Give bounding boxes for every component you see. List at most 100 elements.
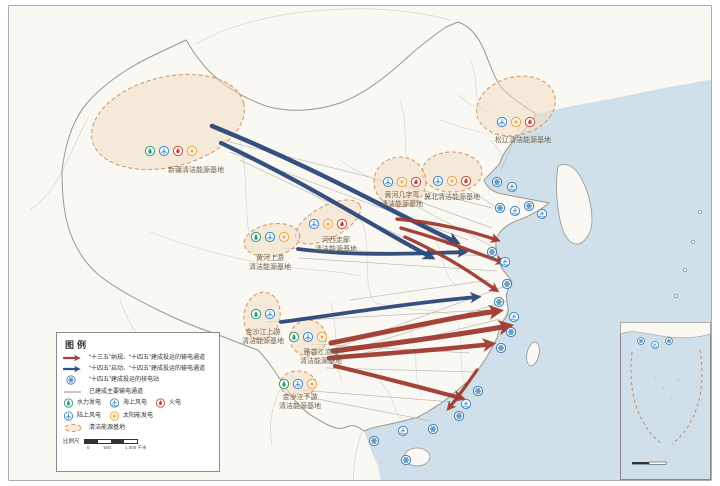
nuclear-plant-icon	[427, 423, 439, 435]
offshore-wind-icon	[509, 205, 521, 217]
base-labels: 新疆清洁能源基地 松辽清洁能源基地 冀北清洁能源基地 黄河几字弯 清洁能源基地 …	[168, 135, 551, 410]
base-region-songliao	[476, 75, 556, 137]
thermal-icon	[460, 175, 472, 187]
legend-item-red-corridor: “十三五”纳规、“十四五”建成投运的输电通道	[63, 354, 213, 362]
solar-icon	[322, 218, 334, 230]
offshore-wind-icon	[651, 341, 659, 349]
legend-energy-label: 太阳能发电	[123, 412, 154, 419]
legend-item-label: “十三五”纳规、“十四五”建成投运的输电通道	[89, 355, 205, 361]
onshore-wind-icon	[302, 331, 314, 343]
base-label: 清洁能源基地	[300, 356, 342, 365]
offshore-wind-icon	[536, 208, 548, 220]
inset-islands	[649, 377, 679, 409]
thermal-icon	[524, 116, 536, 128]
nuclear-plant-icon	[453, 410, 465, 422]
onshore-wind-icon	[308, 218, 320, 230]
scale-bar-segments	[83, 438, 138, 444]
blue-corridor-arrow	[218, 140, 436, 260]
nuclear-plant-icon	[66, 375, 76, 385]
base-label: 黄河几字弯	[385, 190, 420, 199]
offshore-wind-icon	[460, 398, 472, 410]
legend-energy-label: 海上风电	[123, 400, 148, 406]
nuclear-plant-icon	[495, 342, 507, 354]
hydro-icon	[250, 231, 262, 243]
thermal-icon	[410, 176, 422, 188]
legend-item-blue-corridor: “十四五”启动、“十四五”建成投运的输电通道	[63, 365, 213, 373]
base-label: 金沙江下游	[283, 392, 318, 401]
nuclear-plant-icon	[493, 296, 505, 308]
onshore-wind-icon	[292, 378, 304, 390]
red-corridor-arrow	[399, 226, 506, 265]
legend-energy-row-1: 水力发电 海上风电 火电	[63, 398, 213, 408]
red-corridor-arrow	[330, 319, 515, 354]
offshore-wind-icon	[506, 181, 518, 193]
nuclear-plant-icon	[491, 176, 503, 188]
base-label: 清洁能源基地	[381, 199, 423, 208]
nuclear-plant-icon	[505, 326, 517, 338]
red-corridor-arrow	[395, 217, 501, 243]
offshore-wind-icon	[508, 311, 520, 323]
korean-peninsula	[556, 164, 593, 245]
red-corridor-arrow	[326, 338, 497, 361]
onshore-wind-icon	[158, 145, 170, 157]
blue-corridor-arrow	[209, 123, 461, 245]
base-label: 清洁能源基地	[279, 401, 321, 410]
base-label: 清洁能源基地	[315, 244, 357, 253]
base-label: 清洁能源基地	[249, 262, 291, 271]
base-region-xinjiang	[90, 73, 246, 171]
nuclear-plant-icon	[400, 454, 412, 466]
solar-icon	[186, 145, 198, 157]
existing-line-icon	[64, 390, 81, 393]
onshore-wind-icon	[496, 116, 508, 128]
base-label: 黄河上游	[256, 253, 284, 262]
legend-item-label: “十四五”建成投运的核电站	[89, 377, 159, 383]
solar-icon	[316, 331, 328, 343]
solar-icon	[396, 176, 408, 188]
inset-map-south-china-sea	[620, 322, 711, 480]
red-corridor-arrow	[403, 235, 500, 293]
hydro-icon	[144, 145, 156, 157]
onshore-wind-icon	[264, 308, 276, 320]
scale-title: 比例尺	[63, 439, 80, 445]
legend-item-label: “十四五”启动、“十四五”建成投运的输电通道	[89, 365, 205, 372]
base-label: 金沙江上游	[246, 327, 281, 336]
thermal-icon	[172, 145, 184, 157]
legend-energy-label: 陆上风电	[77, 412, 102, 419]
nuclear-plant-icon	[494, 202, 506, 214]
red-corridor-arrow	[332, 363, 466, 403]
nuclear-plant-icon	[486, 246, 498, 258]
legend-item-base-area: 清洁能源基地	[63, 423, 213, 433]
scale-ticks: 0 500 1 000 千米	[87, 445, 147, 450]
onshore-wind-icon	[264, 231, 276, 243]
nuclear-plant-icon	[472, 385, 484, 397]
red-arrow-icon	[63, 354, 81, 362]
nuclear-plant-icon	[368, 435, 380, 447]
legend-energy-label: 水力发电	[77, 400, 102, 406]
base-label: 清洁能源基地	[242, 336, 284, 345]
legend-item-nuclear: “十四五”建成投运的核电站	[63, 375, 213, 385]
solar-icon	[306, 378, 318, 390]
corridors-14th-start	[209, 123, 482, 324]
onshore-wind-icon	[63, 410, 74, 421]
nuclear-plant-icon	[501, 278, 513, 290]
thermal-icon	[336, 218, 348, 230]
blue-corridor-arrow	[279, 291, 482, 324]
base-region-jinsha-shangyou	[243, 291, 281, 341]
solar-icon	[109, 410, 120, 421]
offshore-wind-icon	[109, 398, 120, 408]
hydro-icon	[250, 308, 262, 320]
base-label: 冀北清洁能源基地	[424, 192, 480, 201]
ryukyu-islands	[674, 209, 703, 298]
thermal-icon	[155, 398, 166, 408]
corridors-13th-plan	[326, 217, 515, 411]
legend: 图例 “十三五”纳规、“十四五”建成投运的输电通道 “十四五”启动、“十四五”建…	[56, 332, 220, 472]
blue-corridor-arrow	[296, 246, 469, 258]
legend-item-label: 清洁能源基地	[89, 425, 126, 431]
nine-dash-line	[630, 349, 703, 445]
solar-icon	[446, 175, 458, 187]
base-label: 新疆清洁能源基地	[168, 165, 224, 174]
solar-icon	[510, 116, 522, 128]
legend-energy-label: 火电	[169, 400, 182, 406]
blue-arrow-icon	[63, 365, 81, 372]
